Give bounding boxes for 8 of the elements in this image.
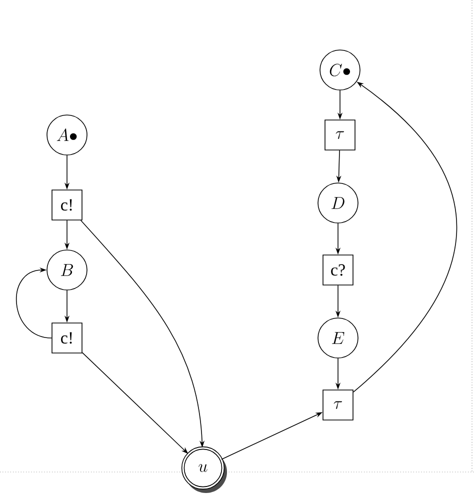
arrow	[353, 82, 458, 392]
transition-box: c!	[52, 322, 82, 354]
transition-box: $\tau$	[324, 120, 356, 150]
arrow	[16, 267, 52, 338]
node-label: $u$	[198, 464, 208, 472]
transition-box: c!	[52, 190, 82, 220]
transition-box: $\tau$	[322, 390, 354, 420]
transition-box: c?	[322, 254, 354, 286]
